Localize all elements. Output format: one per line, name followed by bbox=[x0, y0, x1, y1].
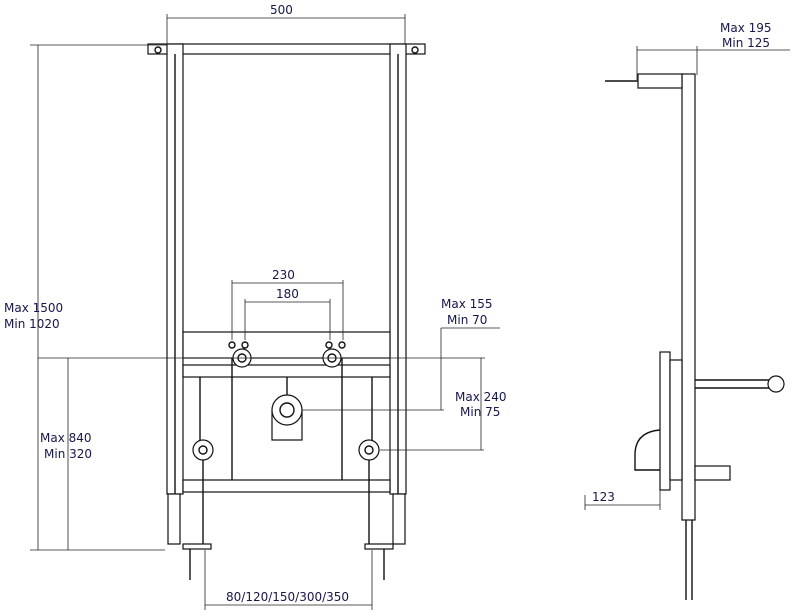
connection-height-min: Min 320 bbox=[44, 447, 92, 461]
connection-height-max: Max 840 bbox=[40, 431, 92, 445]
valve-offset-max: Max 240 bbox=[455, 390, 507, 404]
front-frame bbox=[147, 43, 426, 580]
drain-offset-min: Min 70 bbox=[447, 313, 487, 327]
drain-offset-max: Max 155 bbox=[441, 297, 493, 311]
pipe-spacing-outer-label: 230 bbox=[272, 268, 295, 282]
width-label: 500 bbox=[270, 3, 293, 17]
side-frame bbox=[605, 73, 785, 600]
dimension-lines bbox=[30, 14, 790, 610]
total-height-min: Min 1020 bbox=[4, 317, 60, 331]
depth-max: Max 195 bbox=[720, 21, 772, 35]
depth-min: Min 125 bbox=[722, 36, 770, 50]
side-offset-label: 123 bbox=[592, 490, 615, 504]
pipe-spacing-inner-label: 180 bbox=[276, 287, 299, 301]
foot-spacing-label: 80/120/150/300/350 bbox=[226, 590, 349, 604]
valve-offset-min: Min 75 bbox=[460, 405, 500, 419]
total-height-max: Max 1500 bbox=[4, 301, 63, 315]
